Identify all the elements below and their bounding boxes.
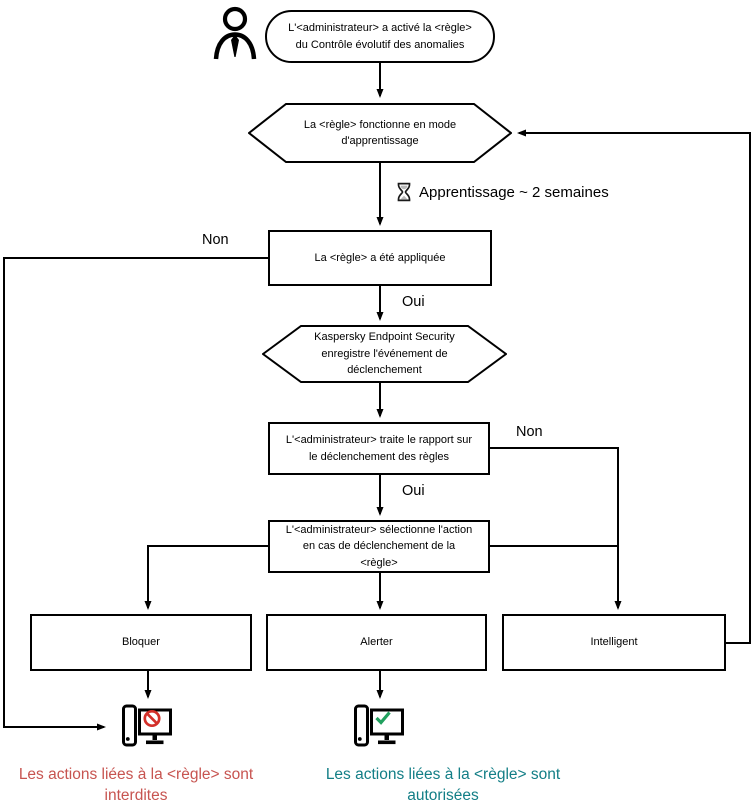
node-action-bloquer: Bloquer [30, 614, 252, 671]
node-learning-mode: La <règle> fonctionne en mode d'apprenti… [248, 103, 512, 163]
node-action-bloquer-label: Bloquer [122, 636, 160, 649]
edge-select-to-block [144, 545, 268, 610]
edge-label-non-applied: Non [202, 232, 229, 248]
hexagon-shape [248, 103, 512, 163]
hourglass-icon [396, 182, 412, 202]
hexagon-shape [262, 325, 507, 383]
edge-non-to-smart [490, 447, 622, 610]
node-action-alerter-label: Alerter [360, 636, 393, 649]
node-action-intelligent-label: Intelligent [590, 636, 638, 649]
node-start: L'<administrateur> a activé la <règle> d… [265, 10, 495, 63]
node-start-label: L'<administrateur> a activé la <règle> d… [288, 22, 472, 51]
node-action-intelligent: Intelligent [502, 614, 726, 671]
edge-smart-feedback-to-learning [517, 129, 751, 644]
edge-label-non-report: Non [516, 424, 543, 440]
node-learning-mode-label: La <règle> fonctionne en mode d'apprenti… [303, 118, 457, 148]
node-admin-selects: L'<administrateur> sélectionne l'action … [268, 520, 490, 573]
edge-label-oui-applied: Oui [402, 294, 425, 310]
prohibit-badge [143, 709, 161, 728]
node-kes-logs: Kaspersky Endpoint Security enregistre l… [262, 325, 507, 383]
node-rule-applied-label: La <règle> a été appliquée [314, 251, 446, 264]
node-kes-logs-label: Kaspersky Endpoint Security enregistre l… [314, 331, 455, 377]
node-rule-applied: La <règle> a été appliquée [268, 230, 492, 286]
node-admin-report: L'<administrateur> traite le rapport sur… [268, 422, 490, 475]
person-icon [212, 6, 258, 65]
edge-label-oui-report: Oui [402, 483, 425, 499]
learning-duration-label: Apprentissage ~ 2 semaines [419, 183, 609, 201]
node-admin-report-label: L'<administrateur> traite le rapport sur… [285, 434, 473, 463]
outcome-blocked-text: Les actions liées à la <règle> sont inte… [18, 766, 254, 804]
check-badge [375, 711, 391, 725]
computer-allowed-icon [353, 701, 405, 758]
node-admin-selects-label: L'<administrateur> sélectionne l'action … [285, 523, 473, 569]
node-action-alerter: Alerter [266, 614, 487, 671]
computer-blocked-icon [121, 701, 173, 758]
learning-duration: Apprentissage ~ 2 semaines [396, 182, 609, 202]
outcome-allowed-text: Les actions liées à la <règle> sont auto… [325, 766, 561, 804]
